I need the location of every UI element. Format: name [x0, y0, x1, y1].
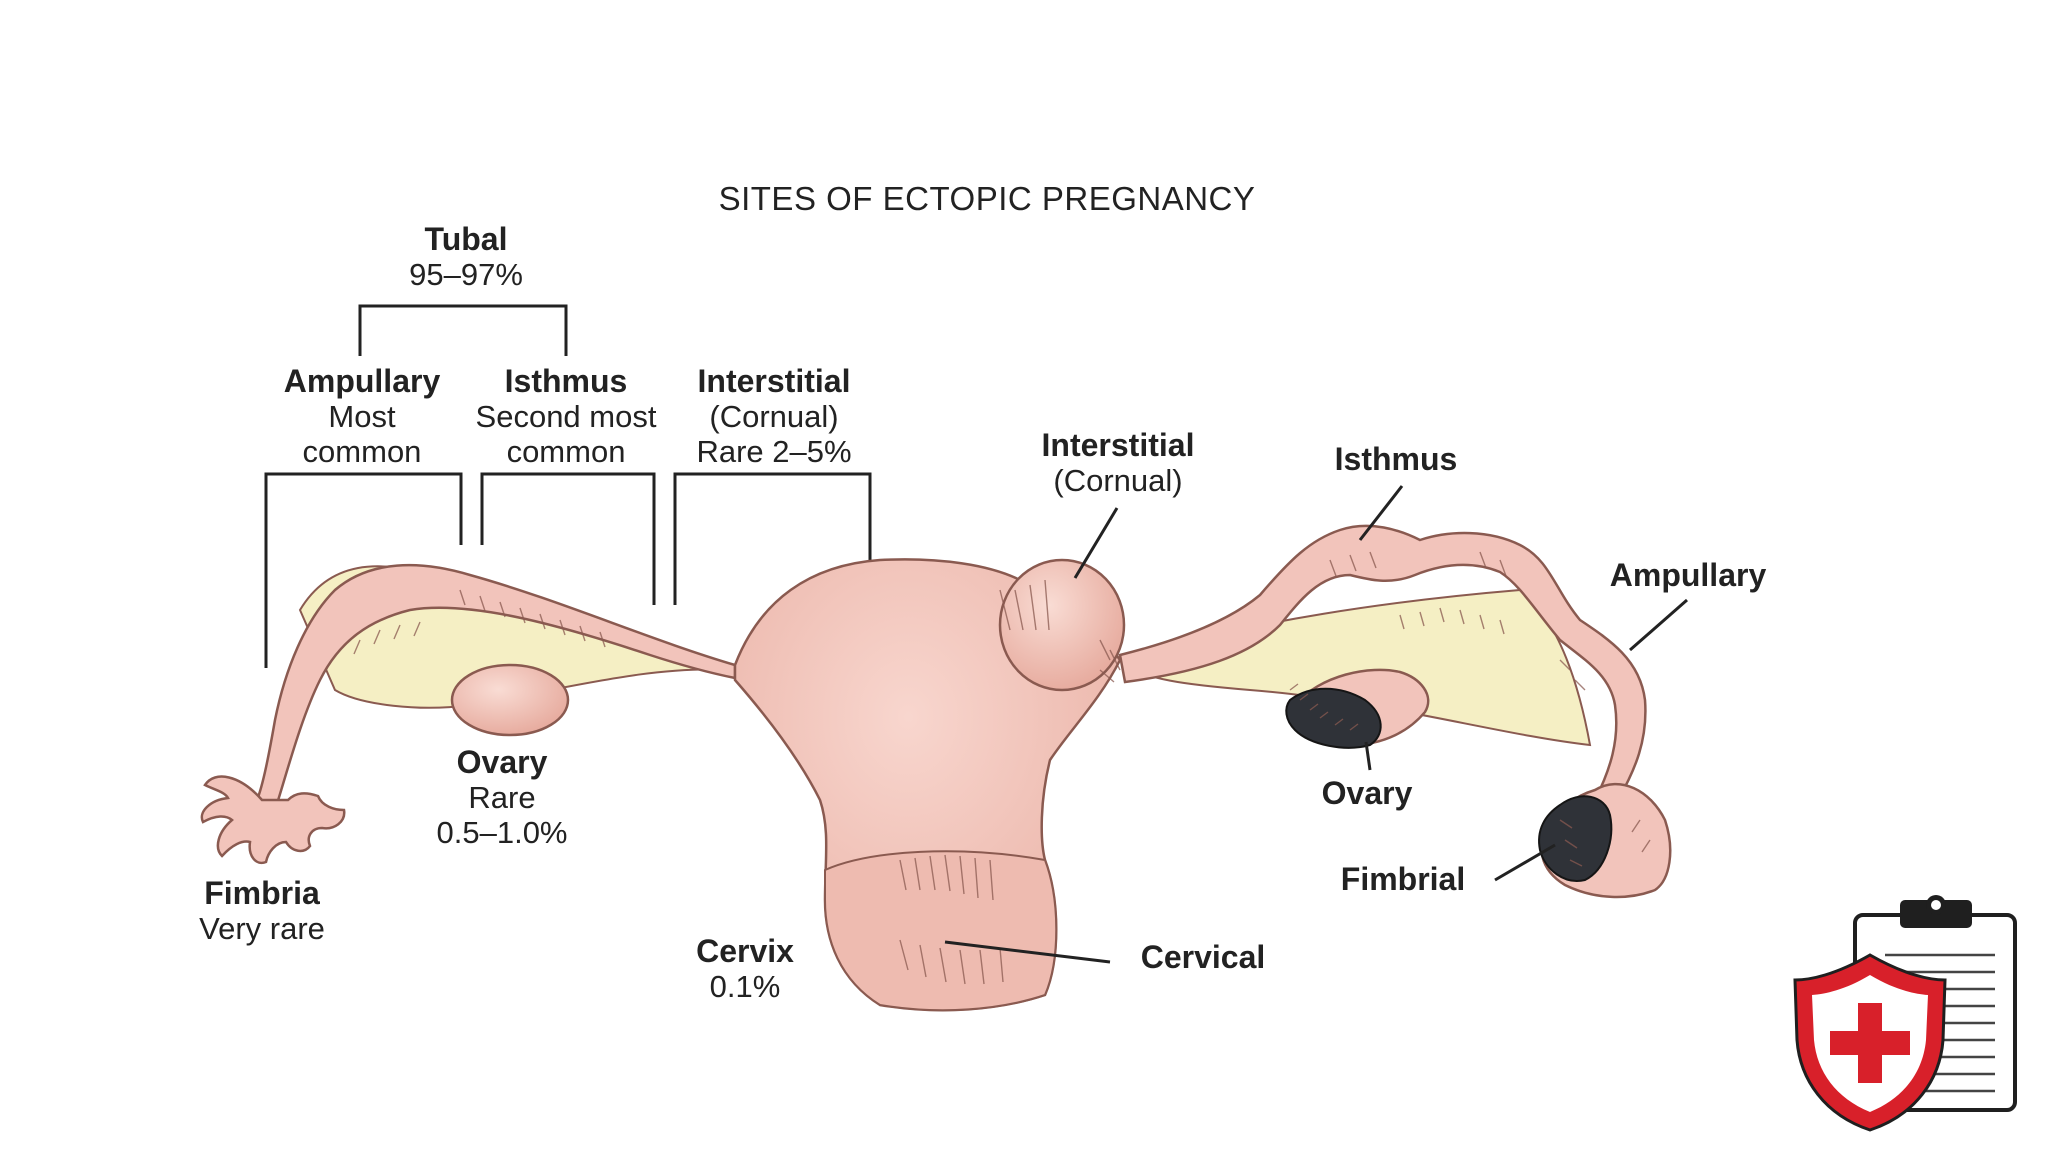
label-interstitial-right: Interstitial (Cornual)	[1041, 427, 1195, 499]
pointer-cervical	[944, 940, 1111, 964]
pointer-lines	[944, 485, 1688, 964]
label-interstitial-left-line2: Rare 2–5%	[696, 433, 852, 469]
pointer-isthmus	[1358, 485, 1404, 541]
cervix	[824, 850, 1058, 1012]
label-ampullary-left-line2: common	[302, 433, 422, 469]
shading-hatch	[353, 551, 1651, 985]
label-isthmus-left: Isthmus Second most common	[475, 363, 657, 469]
label-interstitial-left-line1: (Cornual)	[709, 398, 839, 434]
label-ampullary-right: Ampullary	[1609, 557, 1767, 594]
label-tubal-name: Tubal	[424, 221, 508, 257]
label-fimbria-left-line1: Very rare	[199, 910, 325, 946]
label-fimbria-left-name: Fimbria	[204, 875, 320, 911]
pointer-interstitial	[1073, 507, 1119, 579]
left-ovary	[450, 663, 570, 737]
isthmus-bracket	[480, 472, 656, 605]
label-ampullary-left: Ampullary Most common	[283, 363, 441, 469]
label-cervix-left-name: Cervix	[696, 933, 794, 969]
label-ovary-left-name: Ovary	[456, 744, 548, 780]
medical-shield-icon	[1793, 953, 1947, 1132]
label-isthmus-right: Isthmus	[1334, 441, 1458, 478]
label-interstitial-right-line1: (Cornual)	[1053, 462, 1183, 498]
label-tubal: Tubal 95–97%	[409, 221, 523, 293]
diagram-title: SITES OF ECTOPIC PREGNANCY	[718, 180, 1256, 217]
label-ovary-right-name: Ovary	[1321, 775, 1413, 811]
tubal-bracket	[358, 304, 568, 356]
label-ampullary-right-name: Ampullary	[1609, 557, 1767, 593]
label-cervical-right: Cervical	[1140, 939, 1266, 976]
interstitial-bulge	[998, 558, 1126, 692]
label-fimbria-left: Fimbria Very rare	[199, 875, 325, 947]
bracket-lines	[264, 304, 872, 668]
label-interstitial-left-name: Interstitial	[697, 363, 851, 399]
label-interstitial-right-name: Interstitial	[1041, 427, 1195, 463]
label-interstitial-left: Interstitial (Cornual) Rare 2–5%	[696, 363, 852, 469]
label-isthmus-left-name: Isthmus	[504, 363, 628, 399]
label-isthmus-left-line1: Second most	[475, 398, 657, 434]
pointer-fimbrial	[1494, 843, 1556, 882]
ampullary-bracket	[264, 472, 463, 668]
label-isthmus-left-line2: common	[506, 433, 626, 469]
label-isthmus-right-name: Isthmus	[1334, 441, 1458, 477]
label-fimbrial-right: Fimbrial	[1340, 861, 1466, 898]
interstitial-bracket	[673, 472, 872, 605]
label-ovary-left-line1: Rare	[468, 779, 536, 815]
label-fimbrial-right-name: Fimbrial	[1340, 861, 1466, 897]
label-cervix-left-line1: 0.1%	[709, 968, 781, 1004]
label-ovary-left-line2: 0.5–1.0%	[436, 814, 568, 850]
right-broad-ligament	[1118, 588, 1592, 747]
label-ampullary-left-line1: Most	[328, 398, 396, 434]
label-ovary-right: Ovary	[1321, 775, 1413, 812]
label-ovary-left: Ovary Rare 0.5–1.0%	[436, 744, 568, 850]
label-tubal-value: 95–97%	[409, 256, 523, 292]
left-fimbria	[200, 775, 346, 865]
pointer-ampullary	[1629, 598, 1688, 652]
label-ampullary-left-name: Ampullary	[283, 363, 441, 399]
ovarian-ectopic-sac	[1285, 687, 1382, 749]
fimbrial-ectopic-sac	[1538, 795, 1613, 882]
pointer-ovary	[1364, 741, 1372, 771]
label-cervix-left: Cervix 0.1%	[696, 933, 794, 1005]
label-cervical-right-name: Cervical	[1140, 939, 1266, 975]
